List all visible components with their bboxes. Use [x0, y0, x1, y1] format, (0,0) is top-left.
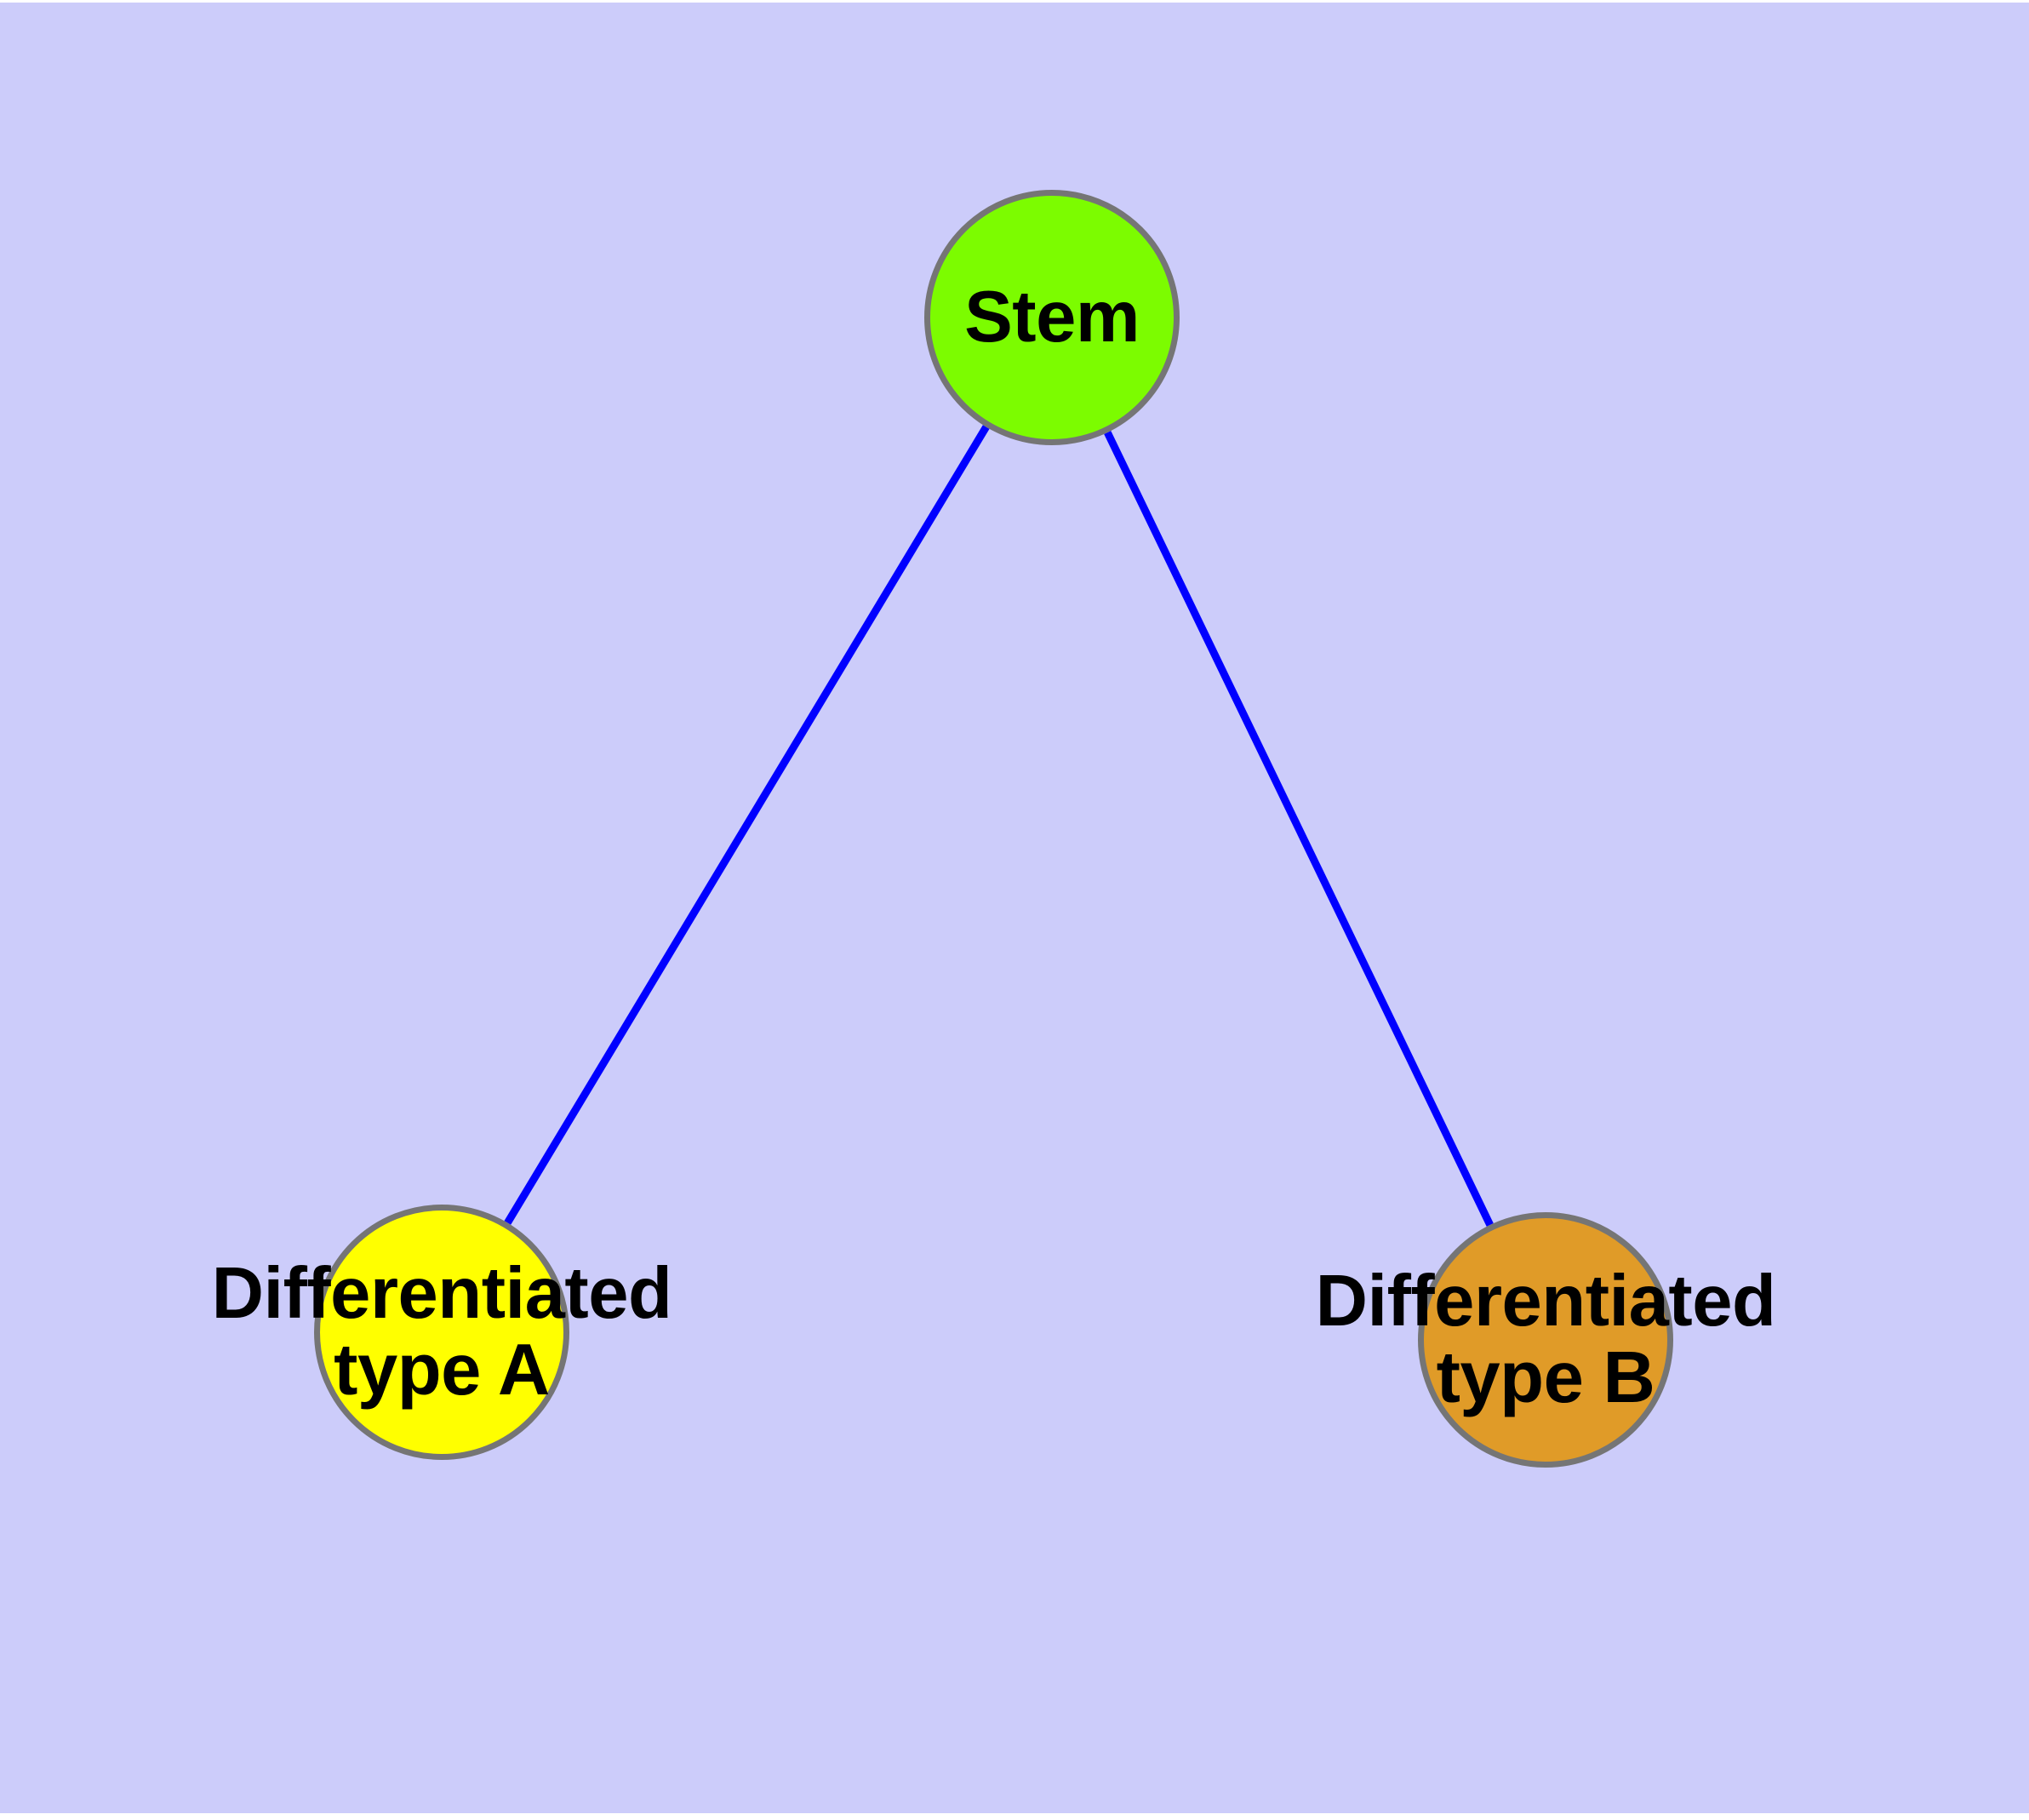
node-layer	[314, 190, 1673, 1468]
graph-edge[interactable]	[504, 425, 990, 1225]
graph-node-diff_b[interactable]	[1418, 1212, 1673, 1468]
edge-layer	[504, 425, 1494, 1227]
graph-node-stem[interactable]	[924, 190, 1180, 445]
graph-node-diff_a[interactable]	[314, 1205, 569, 1460]
graph-edge[interactable]	[1104, 431, 1494, 1227]
